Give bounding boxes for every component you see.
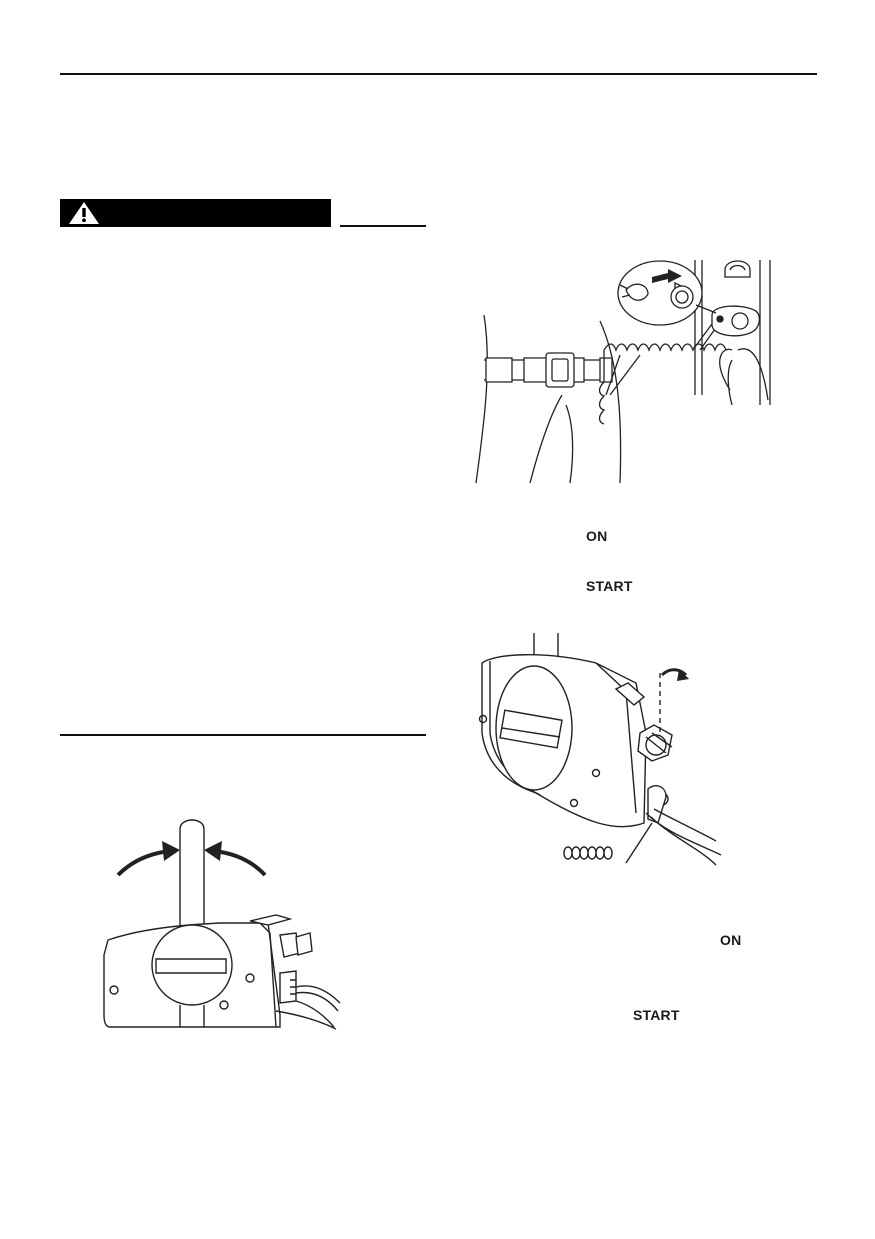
remote-control-lever-illustration [100,815,340,1030]
warning-underline [340,225,426,227]
warning-bar [60,199,331,227]
section-rule [60,734,426,736]
key-switch-illustration [476,633,726,873]
lanyard-illustration [470,255,780,485]
header-rule [60,73,817,75]
warning-triangle-icon [69,202,99,224]
label-on-2: ON [720,932,742,948]
label-start-1: START [586,578,633,594]
label-on-1: ON [586,528,608,544]
label-start-2: START [633,1007,680,1023]
